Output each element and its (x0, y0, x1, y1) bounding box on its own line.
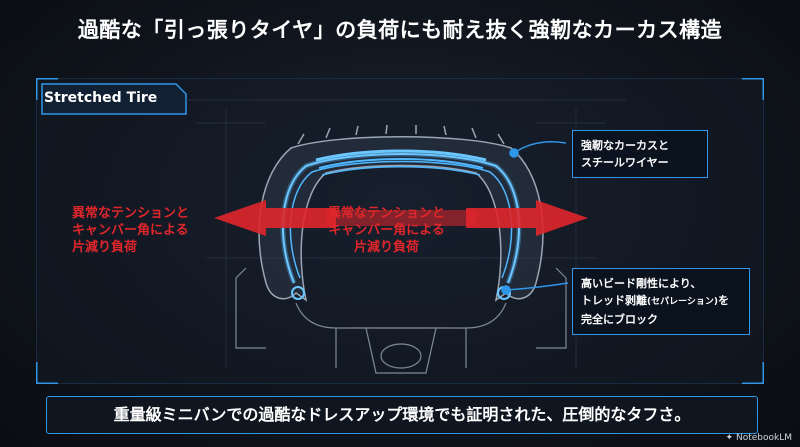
page-title: 過酷な「引っ張りタイヤ」の負荷にも耐え抜く強靭なカーカス構造 (77, 18, 723, 42)
tension-arrows (214, 200, 588, 236)
panel-frame (36, 78, 764, 384)
bottom-banner: 重量級ミニバンでの過酷なドレスアップ環境でも証明された、圧倒的なタフさ。 (46, 396, 758, 434)
center-load-label: 異常なテンションと キャンバー角による 片減り負荷 (328, 206, 446, 255)
tag-box (41, 83, 187, 115)
wheel-drawing (235, 267, 567, 374)
watermark: ✦ NotebookLM (725, 433, 792, 443)
callout-leaders (501, 141, 569, 295)
left-load-label: 異常なテンションと キャンバー角による 片減り負荷 (72, 206, 190, 255)
callout-bead: 高いビード剛性により、 トレッド剥離(セパレーション)を 完全にブロック (572, 268, 750, 335)
diagram-panel (36, 78, 764, 384)
panel-tag: Stretched Tire (44, 90, 158, 106)
callout-carcass: 強靭なカーカスと スチールワイヤー (572, 130, 708, 178)
notebooklm-icon: ✦ (725, 433, 734, 443)
